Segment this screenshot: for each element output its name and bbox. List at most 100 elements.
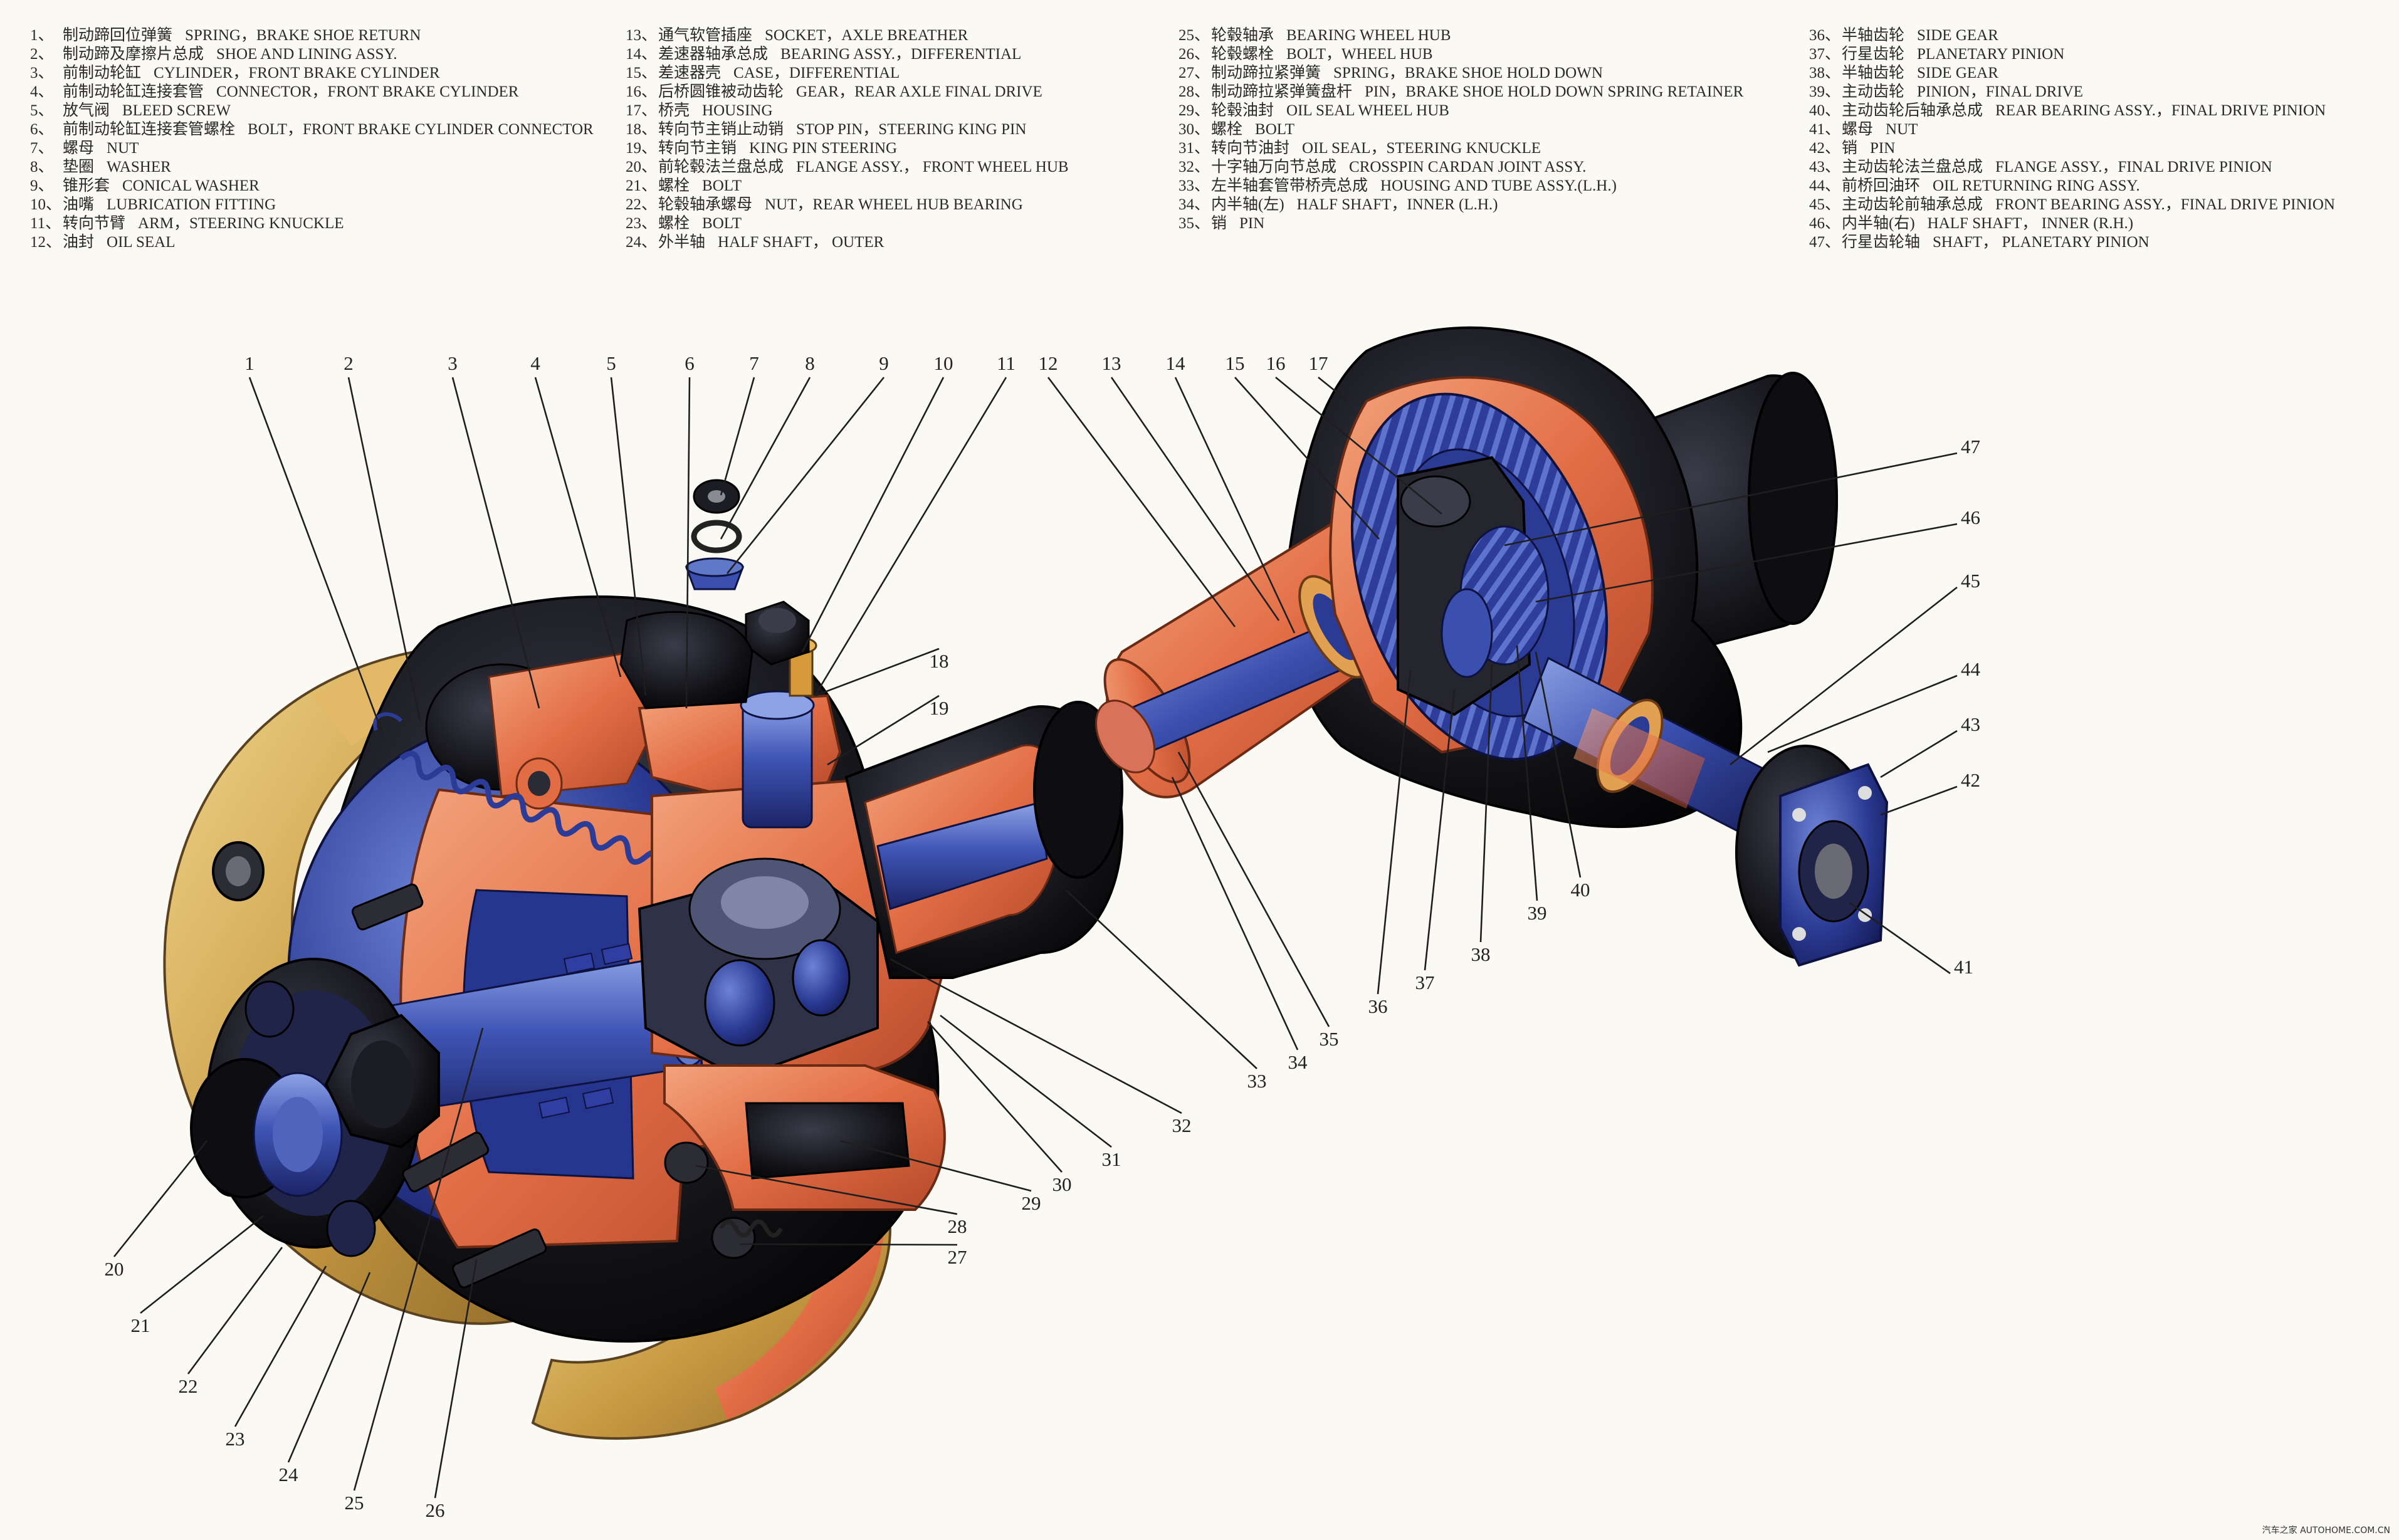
callout-number-10: 10 xyxy=(934,352,953,374)
legend-chinese-name: 油封 xyxy=(63,234,95,251)
callout-number-15: 15 xyxy=(1226,352,1245,374)
callout-number-31: 31 xyxy=(1102,1148,1121,1170)
legend-chinese-name: 螺母 xyxy=(1842,121,1874,138)
leader-line-4 xyxy=(534,377,622,678)
leader-line-17 xyxy=(1318,376,1348,402)
legend-english-name: NUT xyxy=(1886,121,1918,138)
callout-number-5: 5 xyxy=(606,352,616,374)
legend-english-name: OIL SEAL，STEERING KNUCKLE xyxy=(1302,140,1541,157)
legend-chinese-name: 制动蹄拉紧弹簧 xyxy=(1211,65,1321,81)
callout-number-34: 34 xyxy=(1288,1051,1308,1073)
callout-number-21: 21 xyxy=(131,1314,150,1336)
callout-number-7: 7 xyxy=(749,352,759,374)
callout-number-27: 27 xyxy=(948,1246,967,1268)
leader-line-5 xyxy=(610,377,647,696)
leader-line-16 xyxy=(1275,376,1442,515)
legend-number: 38、 xyxy=(1809,65,1841,81)
legend-chinese-name: 锥形套 xyxy=(63,177,110,194)
crosspin-cardan-joint xyxy=(638,857,879,1080)
legend-chinese-name: 垫圈 xyxy=(63,159,95,175)
legend-chinese-name: 螺栓 xyxy=(1211,121,1243,138)
legend-number: 4、 xyxy=(30,83,54,100)
leader-line-44 xyxy=(1767,674,1958,753)
legend-number: 42、 xyxy=(1809,140,1841,157)
legend-english-name: REAR BEARING ASSY.，FINAL DRIVE PINION xyxy=(1995,102,2326,119)
legend-english-name: SHAFT， PLANETARY PINION xyxy=(1933,234,2150,251)
leader-line-35 xyxy=(1177,752,1330,1027)
leader-line-11 xyxy=(814,377,1007,696)
legend-number: 14、 xyxy=(626,46,658,63)
legend-english-name: SIDE GEAR xyxy=(1917,65,1998,81)
legend-chinese-name: 转向节主销 xyxy=(658,140,737,157)
legend-number: 37、 xyxy=(1809,46,1841,63)
legend-chinese-name: 行星齿轮轴 xyxy=(1842,234,1921,251)
legend-english-name: HALF SHAFT， INNER (R.H.) xyxy=(1927,215,2134,232)
legend-chinese-name: 轮毂油封 xyxy=(1211,102,1274,119)
leader-line-24 xyxy=(287,1272,371,1463)
legend-number: 5、 xyxy=(30,102,54,119)
final-drive-pinion xyxy=(1522,656,1769,835)
callout-number-22: 22 xyxy=(179,1375,198,1397)
rear-differential-assembly xyxy=(1095,326,1889,967)
legend-chinese-name: 行星齿轮 xyxy=(1842,46,1905,63)
legend-number: 34、 xyxy=(1179,196,1210,213)
legend-chinese-name: 螺栓 xyxy=(658,177,690,194)
legend-chinese-name: 转向节主销止动销 xyxy=(658,121,784,138)
legend-english-name: CONNECTOR，FRONT BRAKE CYLINDER xyxy=(216,83,519,100)
callout-number-23: 23 xyxy=(226,1428,245,1450)
legend-english-name: GEAR，REAR AXLE FINAL DRIVE xyxy=(796,83,1042,100)
legend-english-name: LUBRICATION FITTING xyxy=(107,196,276,213)
legend-english-name: CYLINDER，FRONT BRAKE CYLINDER xyxy=(154,65,440,81)
leader-line-34 xyxy=(1171,777,1299,1050)
legend-number: 46、 xyxy=(1809,215,1841,232)
leader-line-41 xyxy=(1849,901,1951,975)
legend-chinese-name: 轮毂轴承 xyxy=(1211,27,1274,44)
legend-number: 3、 xyxy=(30,65,54,81)
legend-english-name: BOLT xyxy=(702,215,742,232)
legend-chinese-name: 前轮毂法兰盘总成 xyxy=(658,159,784,175)
legend-chinese-name: 主动齿轮法兰盘总成 xyxy=(1842,159,1983,175)
legend-number: 10、 xyxy=(30,196,62,213)
legend-number: 18、 xyxy=(626,121,658,138)
callout-number-37: 37 xyxy=(1415,972,1435,993)
legend-chinese-name: 制动蹄及摩擦片总成 xyxy=(63,46,204,63)
legend-chinese-name: 前桥回油环 xyxy=(1842,177,1921,194)
legend-number: 32、 xyxy=(1179,159,1210,175)
callout-number-35: 35 xyxy=(1320,1028,1339,1050)
legend-number: 13、 xyxy=(626,27,658,44)
front-wheel-hub-flange xyxy=(190,958,440,1257)
legend-chinese-name: 放气阀 xyxy=(63,102,110,119)
legend-number: 17、 xyxy=(626,102,658,119)
brake-cylinder xyxy=(425,651,666,810)
legend-english-name: BEARING WHEEL HUB xyxy=(1286,27,1451,44)
legend-chinese-name: 转向节油封 xyxy=(1211,140,1290,157)
legend-english-name: BOLT xyxy=(1255,121,1294,138)
legend-chinese-name: 前制动轮缸连接套管螺栓 xyxy=(63,121,236,138)
callout-number-24: 24 xyxy=(279,1464,299,1485)
legend-number: 26、 xyxy=(1179,46,1210,63)
leader-line-23 xyxy=(234,1265,327,1427)
legend-english-name: SIDE GEAR xyxy=(1917,27,1998,44)
leader-line-25 xyxy=(353,1027,484,1491)
callout-number-32: 32 xyxy=(1172,1114,1192,1136)
